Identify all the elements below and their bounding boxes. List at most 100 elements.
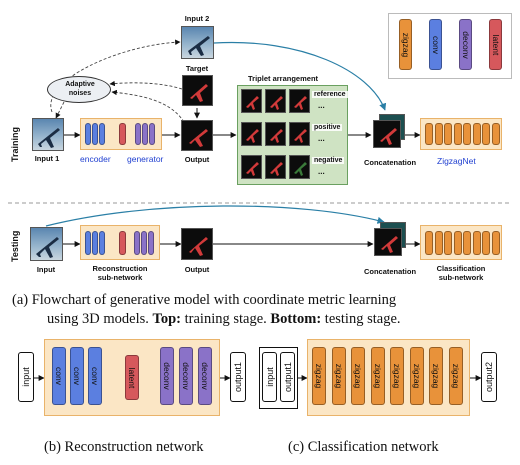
legend-conv-label: conv bbox=[430, 35, 441, 54]
recon-deconv-block-label: deconv bbox=[181, 362, 191, 390]
class-zigzag-block-label: zigzag bbox=[411, 363, 422, 389]
test-latent-block bbox=[119, 231, 126, 255]
class-zigzag-block: zigzag bbox=[429, 347, 443, 405]
reconstruction-label-line1: Reconstruction bbox=[92, 264, 148, 273]
test-conv-block bbox=[92, 231, 98, 255]
test-zigzag-block bbox=[444, 231, 452, 255]
test-output-image bbox=[181, 228, 213, 260]
caption-a-bottom-text: testing stage. bbox=[324, 311, 401, 327]
class-zigzag-block-label: zigzag bbox=[392, 363, 402, 389]
triplet-positive-label: positive bbox=[312, 124, 343, 131]
recon-input-box: input bbox=[18, 352, 34, 402]
legend-deconv: deconv bbox=[459, 19, 472, 70]
training-stage-label: Training bbox=[10, 126, 20, 162]
dashed-target-noises bbox=[109, 80, 183, 90]
generator-deconv-block bbox=[149, 123, 155, 145]
triplet-positive-image bbox=[241, 122, 262, 146]
class-zigzag-block: zigzag bbox=[312, 347, 326, 405]
triplet-positive-ellipsis: ... bbox=[318, 134, 325, 143]
airplane-icon bbox=[381, 236, 398, 253]
generator-deconv-block bbox=[142, 123, 148, 145]
airplane-icon bbox=[294, 129, 307, 143]
input1-image bbox=[32, 118, 64, 151]
recon-conv-block-label: conv bbox=[72, 367, 82, 385]
zigzag-block bbox=[425, 123, 433, 145]
class-zigzag-block-label: zigzag bbox=[372, 363, 383, 389]
triplet-negative-image bbox=[289, 155, 310, 179]
class-output1-box: output1 bbox=[280, 352, 295, 402]
triplet-negative-image bbox=[265, 155, 286, 179]
airplane-icon bbox=[294, 162, 307, 176]
caption-a-line2: using 3D models. Top: training stage. Bo… bbox=[47, 311, 401, 328]
noises-label-line2: noises bbox=[68, 90, 92, 97]
recon-deconv-block-label: deconv bbox=[200, 362, 210, 390]
adaptive-noises-ellipse: Adaptive noises bbox=[47, 76, 111, 103]
test-zigzag-block bbox=[482, 231, 490, 255]
class-zigzag-block-label: zigzag bbox=[431, 363, 441, 389]
concat-front-image bbox=[373, 120, 401, 148]
dashed-noises-input1 bbox=[55, 101, 65, 119]
recon-deconv-block: deconv bbox=[179, 347, 193, 405]
caption-a-line1: (a) Flowchart of generative model with c… bbox=[12, 292, 397, 308]
recon-output-label: output1 bbox=[233, 361, 243, 393]
training-concat-label: Concatenation bbox=[363, 158, 417, 167]
test-input-label: Input bbox=[36, 265, 56, 274]
airplane-icon bbox=[270, 96, 283, 110]
caption-a-text: using 3D models. bbox=[47, 311, 149, 327]
triplet-reference-label: reference bbox=[312, 91, 348, 98]
input2-image bbox=[181, 26, 214, 59]
zigzag-block bbox=[472, 123, 481, 145]
recon-deconv-block: deconv bbox=[198, 347, 212, 405]
legend-latent-label: latent bbox=[490, 34, 501, 55]
reconstruction-label-line2: sub-network bbox=[97, 273, 143, 282]
triplet-positive-image bbox=[265, 122, 286, 146]
airplane-icon bbox=[36, 237, 59, 258]
airplane-icon bbox=[38, 128, 60, 148]
arrow-test-input-concat bbox=[45, 205, 385, 227]
triplet-negative-image bbox=[241, 155, 262, 179]
recon-input-label: input bbox=[21, 367, 31, 387]
airplane-icon bbox=[380, 128, 397, 145]
class-zigzag-block-label: zigzag bbox=[450, 363, 461, 389]
recon-deconv-block-label: deconv bbox=[162, 362, 172, 390]
caption-a-top-text: training stage. bbox=[184, 311, 267, 327]
triplet-reference-ellipsis: ... bbox=[318, 101, 325, 110]
airplane-icon bbox=[270, 162, 283, 176]
zigzag-block bbox=[453, 123, 462, 145]
test-concat-label: Concatenation bbox=[363, 267, 417, 276]
triplet-negative-ellipsis: ... bbox=[318, 167, 325, 176]
test-concat-front-image bbox=[374, 228, 402, 256]
latent-block bbox=[119, 123, 126, 145]
triplet-title: Triplet arrangement bbox=[248, 74, 319, 83]
airplane-icon bbox=[270, 129, 283, 143]
zigzag-block bbox=[482, 123, 490, 145]
legend-latent: latent bbox=[489, 19, 502, 70]
legend-zigzag: zigzag bbox=[399, 19, 412, 70]
test-zigzag-block bbox=[425, 231, 433, 255]
classification-label-line2: sub-network bbox=[438, 273, 484, 282]
recon-latent-block-label: latent bbox=[127, 367, 137, 388]
arrow-input2-concat bbox=[213, 41, 387, 111]
test-deconv-block bbox=[134, 231, 140, 255]
class-zigzag-block: zigzag bbox=[331, 347, 346, 405]
training-output-image bbox=[181, 120, 213, 151]
test-zigzag-block bbox=[434, 231, 443, 255]
legend-conv: conv bbox=[429, 19, 442, 70]
class-zigzag-block: zigzag bbox=[390, 347, 404, 405]
triplet-reference-image bbox=[241, 89, 262, 113]
test-input-image bbox=[30, 227, 63, 261]
triplet-reference-image bbox=[265, 89, 286, 113]
dashed-input1-input2 bbox=[50, 39, 181, 113]
recon-latent-block: latent bbox=[125, 355, 139, 400]
legend-deconv-label: deconv bbox=[460, 30, 471, 59]
triplet-positive-image bbox=[289, 122, 310, 146]
test-deconv-block bbox=[148, 231, 154, 255]
class-output2-label: output2 bbox=[484, 361, 494, 393]
class-zigzag-block: zigzag bbox=[351, 347, 365, 405]
class-zigzag-block: zigzag bbox=[370, 347, 385, 405]
noises-label-line1: Adaptive bbox=[65, 81, 95, 88]
encoder-conv-block bbox=[85, 123, 91, 145]
encoder-label: encoder bbox=[80, 154, 111, 164]
